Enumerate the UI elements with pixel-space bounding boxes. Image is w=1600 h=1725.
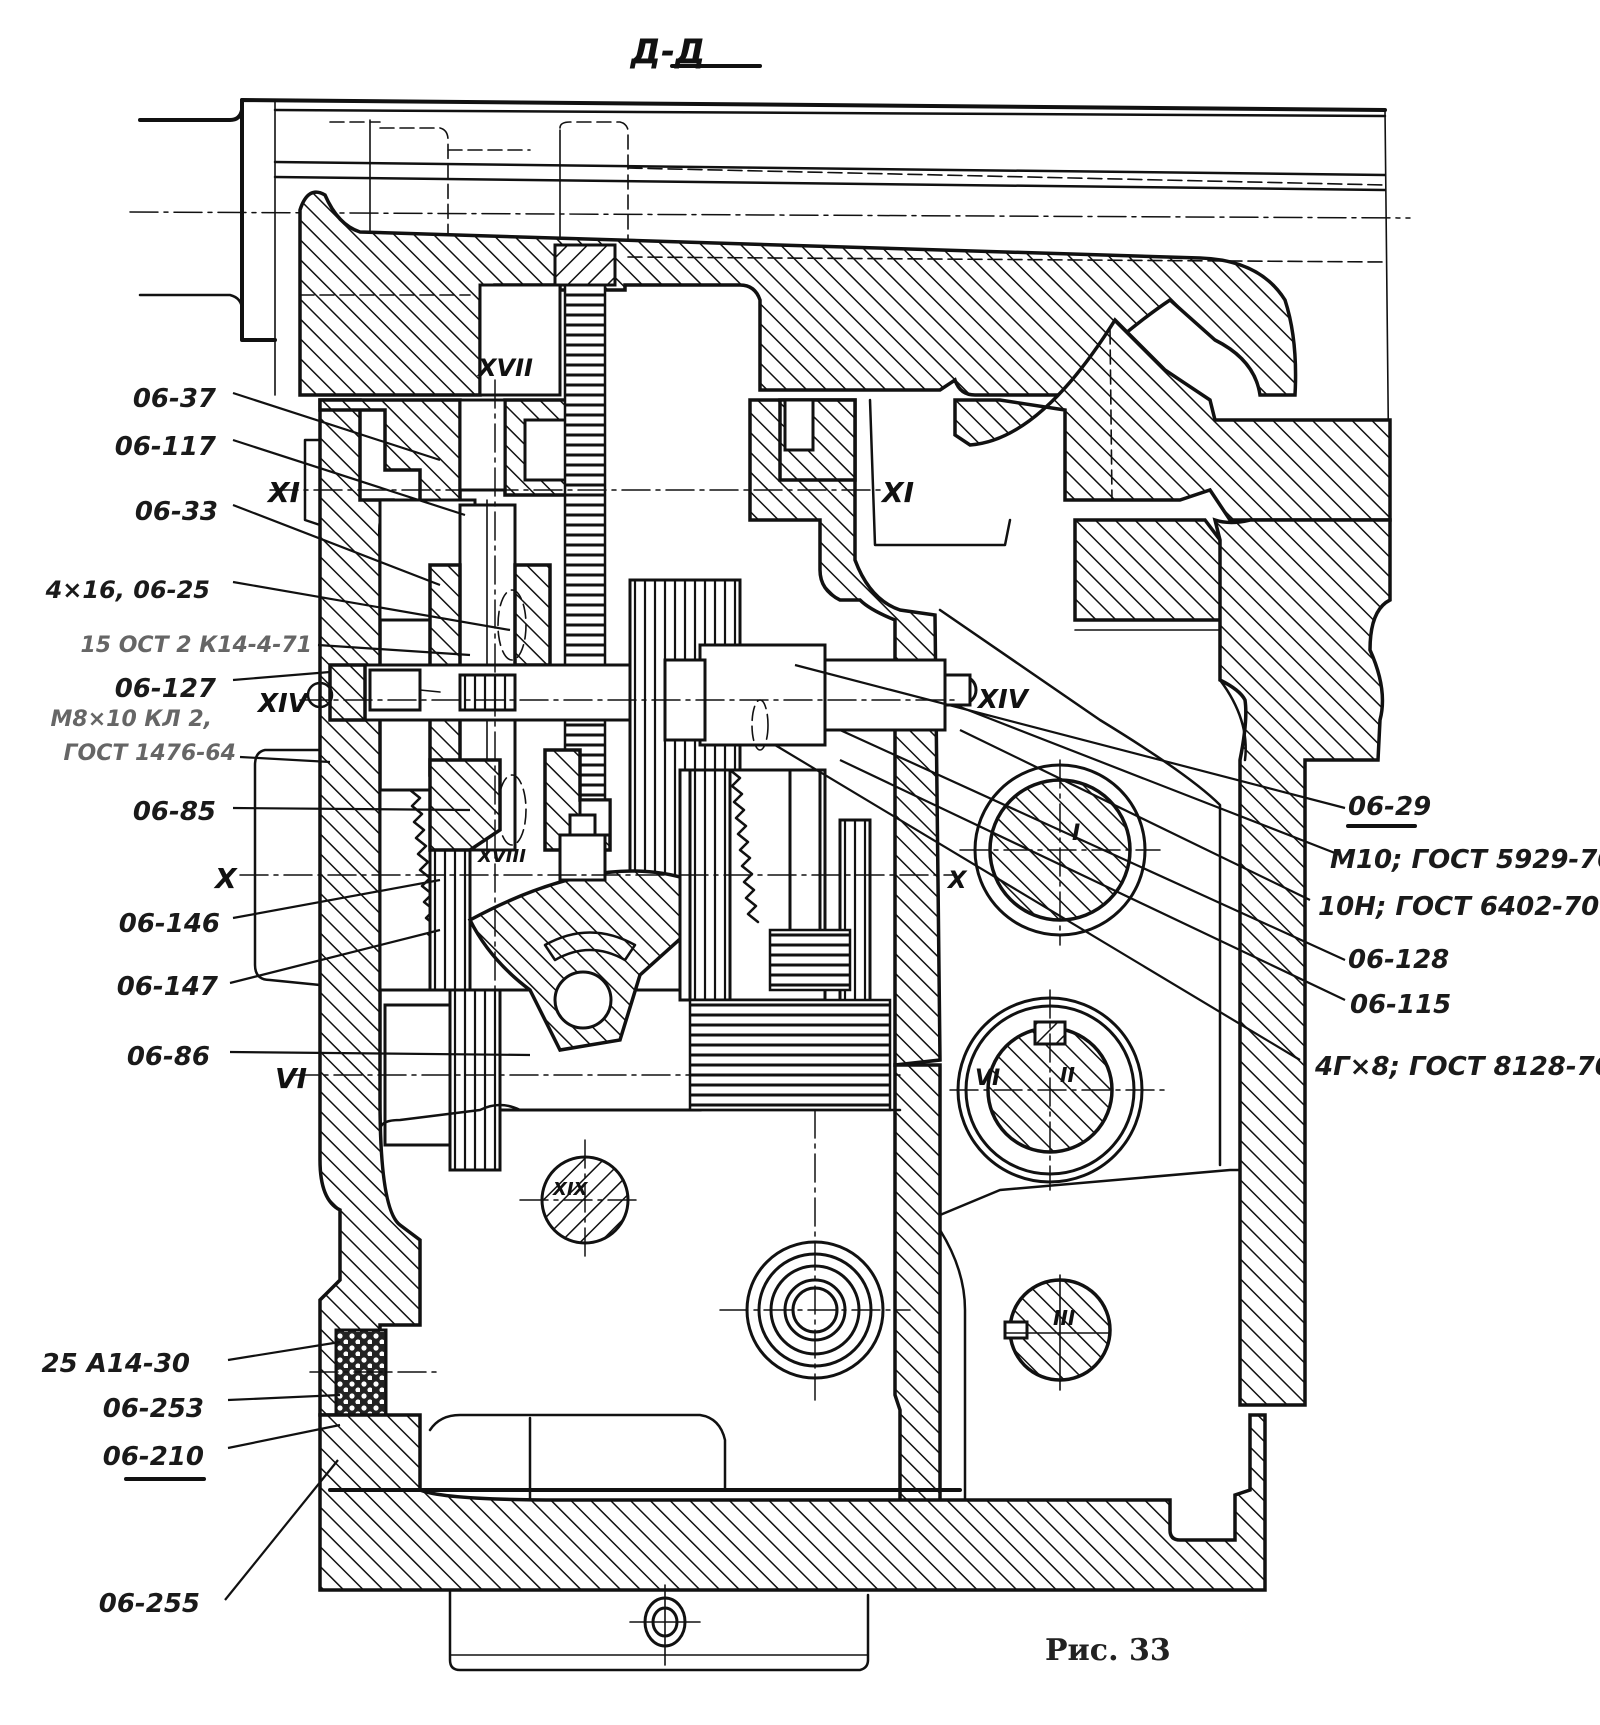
lower-cavity	[318, 1103, 1267, 1672]
axis-label-xi-right: XI	[880, 476, 914, 509]
callouts-right: 06-29 М10; ГОСТ 5929-70 10Н; ГОСТ 6402-7…	[1314, 792, 1600, 1082]
leader-lines	[224, 391, 1346, 1601]
axis-label-xiv-right: XIV	[976, 685, 1030, 715]
callout-06-33: 06-33	[135, 497, 218, 527]
callout-m10-gost5929: М10; ГОСТ 5929-70	[1330, 845, 1600, 875]
axis-label-x-left: X	[213, 862, 238, 895]
axis-label-vi-left: VI	[275, 1062, 307, 1095]
callout-ost: 15 ОСТ 2 К14-4-71	[80, 633, 312, 658]
top-carriage	[129, 98, 1411, 601]
axis-labels: XI XI XIV XIV X X VI XVII XVIII	[213, 354, 1030, 1095]
shaft-label-i: I	[1072, 821, 1080, 846]
callout-06-37: 06-37	[133, 384, 217, 414]
shaft-labels: I II VI III XIX	[552, 821, 1080, 1330]
callout-m8: М8×10 КЛ 2,	[51, 707, 213, 732]
callout-25a14-30: 25 А14-30	[41, 1349, 190, 1379]
callout-06-255: 06-255	[99, 1589, 200, 1619]
callout-06-146: 06-146	[119, 909, 220, 939]
axis-label-x-right: X	[946, 866, 968, 894]
shaft-iii	[1003, 1274, 1112, 1391]
left-gear-stack	[378, 758, 502, 992]
right-sleeve	[663, 643, 978, 1112]
centre-lines	[239, 379, 961, 1401]
axis-label-xi-left: XI	[266, 476, 300, 509]
shaft-label-ii: II	[1060, 1063, 1075, 1087]
shaft-ii	[949, 989, 1166, 1191]
callout-06-210: 06-210	[103, 1442, 204, 1472]
callout-4x16: 4×16, 06-25	[45, 576, 210, 604]
callout-06-127: 06-127	[115, 674, 217, 704]
callouts-left: 06-37 06-117 06-33 4×16, 06-25 15 ОСТ 2 …	[41, 384, 312, 1619]
callout-06-117: 06-117	[115, 432, 217, 462]
axis-label-xviii: XVIII	[477, 846, 526, 867]
axis-label-xiv-left: XIV	[256, 689, 310, 719]
callout-4g8-gost8128: 4Г×8; ГОСТ 8128-70	[1314, 1052, 1600, 1082]
shaft-label-xix: XIX	[552, 1179, 589, 1200]
callout-06-86: 06-86	[127, 1042, 210, 1072]
callout-06-115: 06-115	[1350, 990, 1451, 1020]
callout-06-147: 06-147	[117, 972, 219, 1002]
figure-caption: Рис. 33	[1045, 1633, 1171, 1668]
dovetail-guide	[953, 317, 1392, 1407]
callout-06-29: 06-29	[1348, 792, 1431, 822]
callout-10h-gost6402: 10Н; ГОСТ 6402-70	[1318, 892, 1599, 922]
shaft-label-vi: VI	[975, 1066, 1000, 1091]
callout-gost1476: ГОСТ 1476-64	[63, 741, 236, 766]
housing	[253, 398, 1242, 1592]
axis-label-xvii: XVII	[476, 354, 533, 382]
callout-06-128: 06-128	[1348, 945, 1449, 975]
shaft-label-iii: III	[1053, 1306, 1076, 1330]
callout-06-85: 06-85	[133, 797, 216, 827]
callout-06-253: 06-253	[103, 1394, 204, 1424]
